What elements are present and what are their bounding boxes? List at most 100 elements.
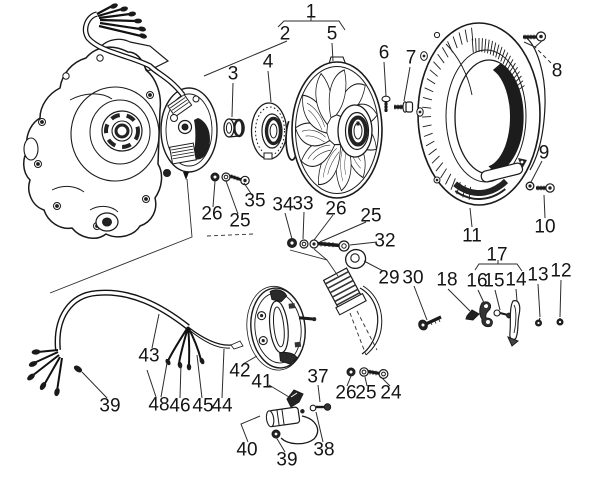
pointer-arrowhead: [183, 172, 189, 180]
callout-label-11: 11: [462, 226, 482, 247]
callout-label-33: 33: [292, 194, 313, 215]
assembly-line: [313, 248, 328, 261]
leader-line-26: [346, 375, 352, 387]
leader-line-5: [331, 42, 334, 62]
stator-coil-top: [167, 93, 193, 118]
ignition-coil: [322, 248, 383, 356]
leader-line-37: [317, 384, 321, 403]
leader-line-8: [534, 46, 552, 64]
leader-line-26: [212, 180, 216, 208]
leader-line-46: [179, 363, 182, 399]
rim-hatch-line: [425, 140, 435, 147]
callout-label-7: 7: [406, 48, 417, 69]
leader-line-45: [196, 354, 203, 399]
rim-hatch-line: [423, 132, 433, 137]
rim-hatch-line: [437, 53, 445, 64]
rim-hatch-line: [433, 61, 441, 70]
callout-label-26: 26: [325, 199, 346, 220]
rim-hatch-line: [422, 106, 432, 109]
callout-label-37: 37: [307, 367, 328, 388]
part-15-screw: [493, 309, 512, 319]
screw-8: [523, 31, 547, 42]
callout-label-42: 42: [229, 361, 250, 382]
vent-slat-line: [515, 80, 524, 88]
rim-hatch-line: [445, 173, 452, 185]
leader-line-48: [146, 369, 157, 398]
spacer-bushing: [223, 118, 245, 138]
assembly-line-dashed: [349, 312, 367, 356]
callout-label-12: 12: [550, 261, 571, 282]
vent-slat-line: [516, 85, 525, 92]
callout-label-38: 38: [313, 440, 334, 461]
callout-label-16: 16: [466, 271, 487, 292]
fan-flywheel: [291, 56, 383, 199]
callout-label-15: 15: [483, 271, 504, 292]
stator-plate: [160, 87, 218, 180]
rim-hatch-line: [450, 178, 456, 190]
callout-label-25: 25: [360, 206, 381, 227]
vent-slat-line: [481, 38, 483, 53]
callout-label-43: 43: [138, 346, 159, 367]
callout-label-32: 32: [374, 231, 395, 252]
vent-slat-line: [510, 66, 518, 77]
callout-label-39: 39: [99, 396, 120, 417]
leader-line-8: [523, 41, 536, 48]
clip-41: [286, 389, 304, 408]
leader-line-30: [413, 285, 428, 321]
callout-label-26: 26: [335, 383, 356, 404]
assembly-line-dashed: [356, 310, 378, 351]
part-12: [556, 318, 564, 326]
rim-hatch-line: [422, 96, 433, 101]
fastener-set-32: [287, 238, 350, 252]
rim-hatch-line: [452, 36, 458, 49]
fan-blade: [328, 69, 347, 119]
rim-hatch-line: [471, 27, 474, 41]
leader-lines: [81, 16, 562, 453]
leader-line-25: [319, 221, 367, 243]
leader-line-44: [221, 348, 225, 399]
rim-hatch-line: [424, 87, 434, 93]
callout-label-48: 48: [148, 395, 169, 416]
leader-line-26: [313, 214, 334, 241]
callout-label-10: 10: [534, 217, 555, 238]
assembly-line: [289, 249, 339, 277]
vent-slat-line: [514, 75, 522, 84]
callout-label-35: 35: [244, 191, 265, 212]
leader-line-25: [225, 180, 239, 215]
vent-slat-line: [475, 38, 477, 53]
leader-line-14: [515, 288, 518, 302]
vent-slat-line: [471, 38, 474, 53]
vent-slat-line: [509, 62, 516, 73]
leader-line-29: [363, 260, 384, 272]
coil-body: [322, 267, 367, 316]
callout-label-45: 45: [192, 396, 213, 417]
condenser-group: [265, 389, 332, 445]
leader-line-10: [543, 194, 546, 219]
vent-slat-line: [512, 71, 520, 80]
part-13: [535, 317, 542, 327]
leader-line-15: [494, 289, 501, 311]
bolt-30: [418, 315, 442, 331]
leader-line-7: [403, 66, 411, 102]
callout-label-41: 41: [251, 372, 272, 393]
callout-label-13: 13: [527, 265, 548, 286]
leader-line-13: [537, 283, 541, 318]
callout-label-29: 29: [378, 268, 399, 289]
callout-label-34: 34: [272, 195, 294, 216]
leader-line-3: [231, 82, 234, 118]
washer-9: [525, 181, 535, 191]
leader-line-39: [275, 436, 286, 453]
rim-hatch-line: [435, 162, 444, 172]
callout-label-30: 30: [402, 268, 423, 289]
rim-hatch-line: [458, 32, 463, 45]
wire-terminals: [110, 3, 147, 39]
rim-hatch-line: [431, 155, 440, 164]
callout-label-17: 17: [486, 245, 507, 266]
leader-line-48: [160, 362, 168, 398]
contact-breaker-parts: [465, 300, 564, 347]
vent-slat-line: [495, 44, 500, 58]
leader-line-4: [267, 70, 272, 103]
crankcase-bolt-holes: [34, 54, 154, 230]
leader-line-6: [383, 61, 387, 97]
